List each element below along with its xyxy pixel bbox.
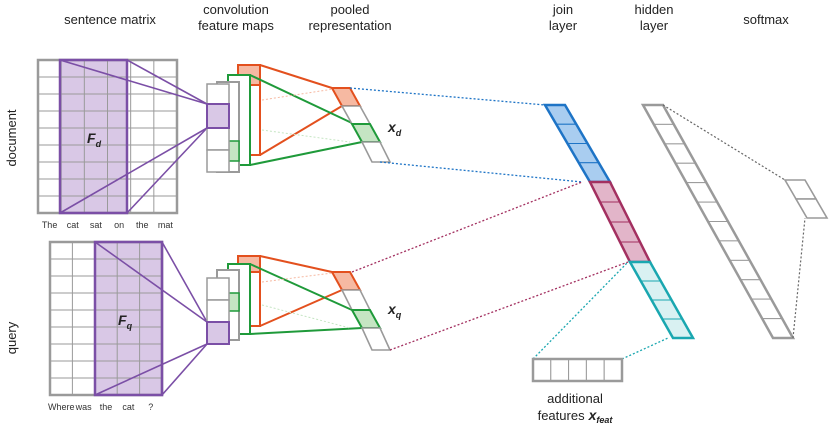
query-filter-projections — [94, 241, 208, 396]
word-label: sat — [90, 220, 103, 230]
header-hidden: hidden — [634, 2, 673, 17]
side-label-document: document — [4, 109, 19, 166]
x-query-label: xq — [387, 301, 402, 320]
query-feature-maps — [206, 255, 261, 345]
hidden-connections — [662, 104, 806, 339]
word-label: The — [42, 220, 58, 230]
x-doc-label: xd — [387, 119, 402, 138]
word-label: cat — [67, 220, 80, 230]
document-pooling-lines — [249, 64, 363, 166]
hidden-layer — [640, 103, 796, 340]
header-softmax: softmax — [743, 12, 789, 27]
query-sentence-matrix: Fq — [48, 240, 164, 397]
header-representation: representation — [308, 18, 391, 33]
header-sentence-matrix: sentence matrix — [64, 12, 156, 27]
header-feature-maps: feature maps — [198, 18, 274, 33]
document-sentence-matrix: Fd — [36, 58, 179, 215]
additional-label: additional — [547, 391, 603, 406]
query-pooled-vector — [330, 271, 392, 351]
header-convolution: convolution — [203, 2, 269, 17]
document-feature-maps — [206, 64, 261, 173]
header-join-layer: layer — [549, 18, 578, 33]
query-pooling-lines — [249, 255, 363, 335]
header-hidden-layer: layer — [640, 18, 669, 33]
document-feature-highlight — [206, 103, 230, 129]
join-connections — [349, 87, 669, 360]
word-label: ? — [148, 402, 153, 412]
word-label: was — [75, 402, 93, 412]
word-label: mat — [158, 220, 174, 230]
word-label: cat — [122, 402, 135, 412]
filter-query-label: Fq — [118, 312, 133, 331]
join-layer — [542, 103, 696, 340]
word-label: the — [100, 402, 113, 412]
word-label: on — [114, 220, 124, 230]
softmax-layer — [783, 179, 829, 219]
side-label-query: query — [4, 321, 19, 354]
word-label: the — [136, 220, 149, 230]
word-label: Where — [48, 402, 75, 412]
query-filter — [93, 240, 164, 397]
header-join: join — [552, 2, 573, 17]
document-pooled-vector — [330, 87, 392, 163]
header-pooled: pooled — [330, 2, 369, 17]
filter-doc-label: Fd — [87, 130, 102, 149]
additional-features — [531, 357, 624, 383]
query-feature-highlight — [206, 321, 230, 345]
document-filter-projections — [59, 59, 208, 214]
document-filter — [58, 58, 129, 215]
